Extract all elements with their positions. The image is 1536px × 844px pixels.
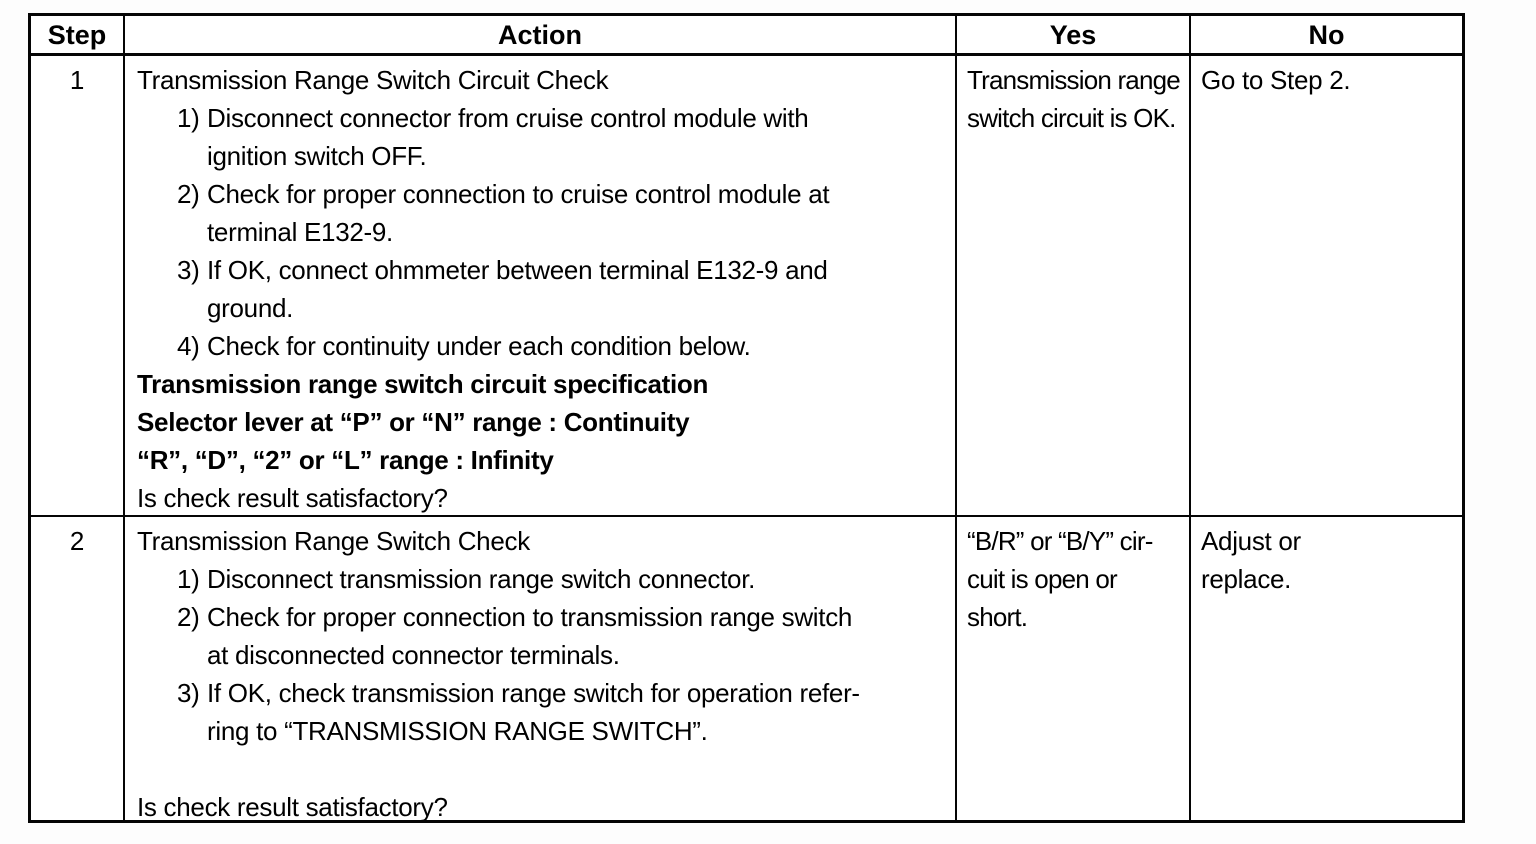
step-number-cell: 2 <box>31 517 125 820</box>
item-number: 3) <box>177 255 200 285</box>
action-item: 3) If OK, connect ohmmeter between termi… <box>137 251 943 327</box>
item-text: Disconnect transmission range switch con… <box>207 564 756 594</box>
yes-cell: Transmission range switch circuit is OK. <box>957 56 1191 517</box>
diagnostic-table: Step Action Yes No 1 Transmission Range … <box>28 13 1465 823</box>
question-line: Is check result satisfactory? <box>137 483 448 513</box>
blank-line <box>137 750 943 788</box>
item-text: Check for continuity under each conditio… <box>207 331 751 361</box>
item-text: If OK, check transmission range switch f… <box>207 678 860 746</box>
item-text: Check for proper connection to cruise co… <box>207 179 830 247</box>
spec-line: Transmission range switch circuit specif… <box>137 369 709 399</box>
action-item: 1) Disconnect transmission range switch … <box>137 560 943 598</box>
yes-cell: “B/R” or “B/Y” cir- cuit is open or shor… <box>957 517 1191 820</box>
item-number: 3) <box>177 678 200 708</box>
table-header-yes: Yes <box>957 16 1191 56</box>
action-item: 2) Check for proper connection to transm… <box>137 598 943 674</box>
table-header-action: Action <box>125 16 957 56</box>
action-title: Transmission Range Switch Circuit Check <box>137 65 609 95</box>
spec-line: “R”, “D”, “2” or “L” range : Infinity <box>137 445 554 475</box>
question-line: Is check result satisfactory? <box>137 792 448 820</box>
action-cell: Transmission Range Switch Circuit Check … <box>125 56 957 517</box>
item-number: 1) <box>177 564 200 594</box>
item-number: 2) <box>177 179 200 209</box>
item-text: Disconnect connector from cruise control… <box>207 103 809 171</box>
action-cell: Transmission Range Switch Check 1) Disco… <box>125 517 957 820</box>
step-number-cell: 1 <box>31 56 125 517</box>
action-item: 2) Check for proper connection to cruise… <box>137 175 943 251</box>
item-number: 2) <box>177 602 200 632</box>
table-header-step: Step <box>31 16 125 56</box>
no-cell: Adjust or replace. <box>1201 526 1301 594</box>
action-item: 1) Disconnect connector from cruise cont… <box>137 99 943 175</box>
table-header-no: No <box>1191 16 1462 56</box>
item-number: 1) <box>177 103 200 133</box>
action-item: 4) Check for continuity under each condi… <box>137 327 943 365</box>
spec-line: Selector lever at “P” or “N” range : Con… <box>137 407 690 437</box>
item-text: If OK, connect ohmmeter between terminal… <box>207 255 828 323</box>
no-cell: Go to Step 2. <box>1191 56 1462 517</box>
item-number: 4) <box>177 331 200 361</box>
action-title: Transmission Range Switch Check <box>137 526 530 556</box>
item-text: Check for proper connection to transmiss… <box>207 602 853 670</box>
action-item: 3) If OK, check transmission range switc… <box>137 674 943 750</box>
